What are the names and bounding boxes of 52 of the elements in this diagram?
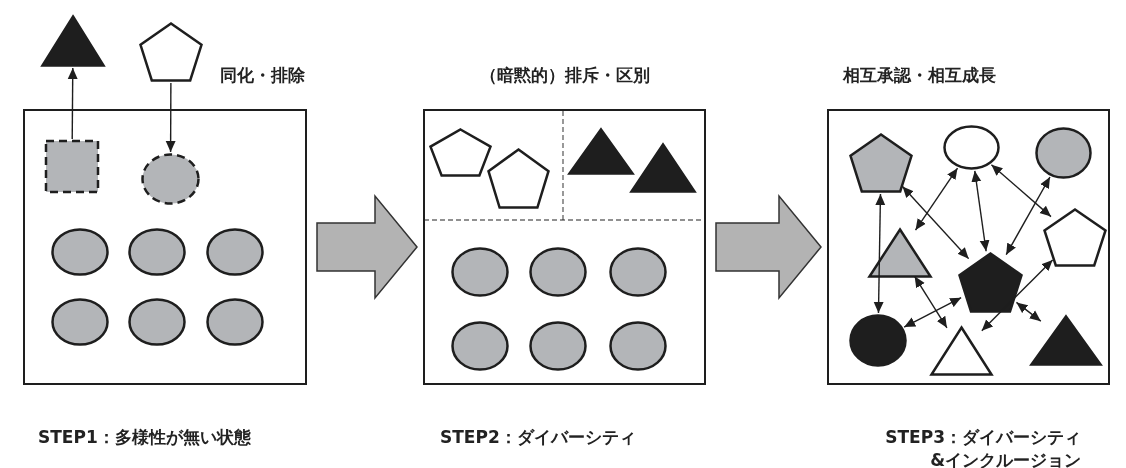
circle-shape <box>51 228 109 276</box>
circle-shape <box>943 125 1000 170</box>
triangle-shape <box>1030 315 1102 366</box>
circle-shape <box>849 314 907 367</box>
square-shape <box>45 140 99 193</box>
arrow <box>1015 301 1042 322</box>
block-arrow <box>715 193 822 301</box>
panel-frame <box>423 109 706 385</box>
circle-shape <box>51 298 109 346</box>
step-caption: STEP2：ダイバーシティ <box>440 426 637 449</box>
arrow <box>873 193 886 314</box>
arrow <box>990 164 1052 218</box>
block-arrow <box>316 193 418 301</box>
circle-shape <box>141 153 200 205</box>
triangle-shape <box>568 128 634 175</box>
panel-heading: 相互承認・相互成長 <box>843 64 997 87</box>
pentagon-shape <box>849 133 913 193</box>
panel-frame <box>23 109 307 385</box>
arrow <box>903 296 962 328</box>
circle-shape <box>128 298 186 346</box>
arrow <box>1005 176 1051 256</box>
arrow <box>981 259 1054 332</box>
pentagon-shape <box>139 22 203 82</box>
triangle-shape <box>930 326 993 376</box>
pentagon-shape <box>429 128 492 177</box>
arrow <box>165 82 176 153</box>
circle-shape <box>451 321 509 371</box>
circle-shape <box>206 228 264 276</box>
circle-shape <box>1035 127 1092 179</box>
circle-shape <box>529 321 587 371</box>
pentagon-shape <box>487 148 550 209</box>
pentagon-shape <box>958 252 1023 313</box>
panel-heading: （暗黙的）排斥・区別 <box>480 64 651 87</box>
circle-shape <box>529 247 587 297</box>
triangle-shape <box>41 15 105 67</box>
circle-shape <box>609 321 667 371</box>
circle-shape <box>128 228 186 276</box>
arrow <box>901 185 970 260</box>
arrow <box>913 275 948 329</box>
panel-frame <box>827 109 1110 385</box>
panel-heading: 同化・排除 <box>220 64 306 87</box>
arrow <box>67 67 78 140</box>
step-caption: STEP1：多様性が無い状態 <box>38 426 252 449</box>
pentagon-shape <box>1043 208 1107 267</box>
circle-shape <box>451 247 509 297</box>
arrow <box>914 167 959 231</box>
triangle-shape <box>868 228 932 278</box>
circle-shape <box>609 247 667 297</box>
arrow <box>971 170 990 252</box>
circle-shape <box>206 298 264 346</box>
step-caption: STEP3：ダイバーシティ&インクルージョン <box>884 426 1081 468</box>
triangle-shape <box>630 143 696 193</box>
